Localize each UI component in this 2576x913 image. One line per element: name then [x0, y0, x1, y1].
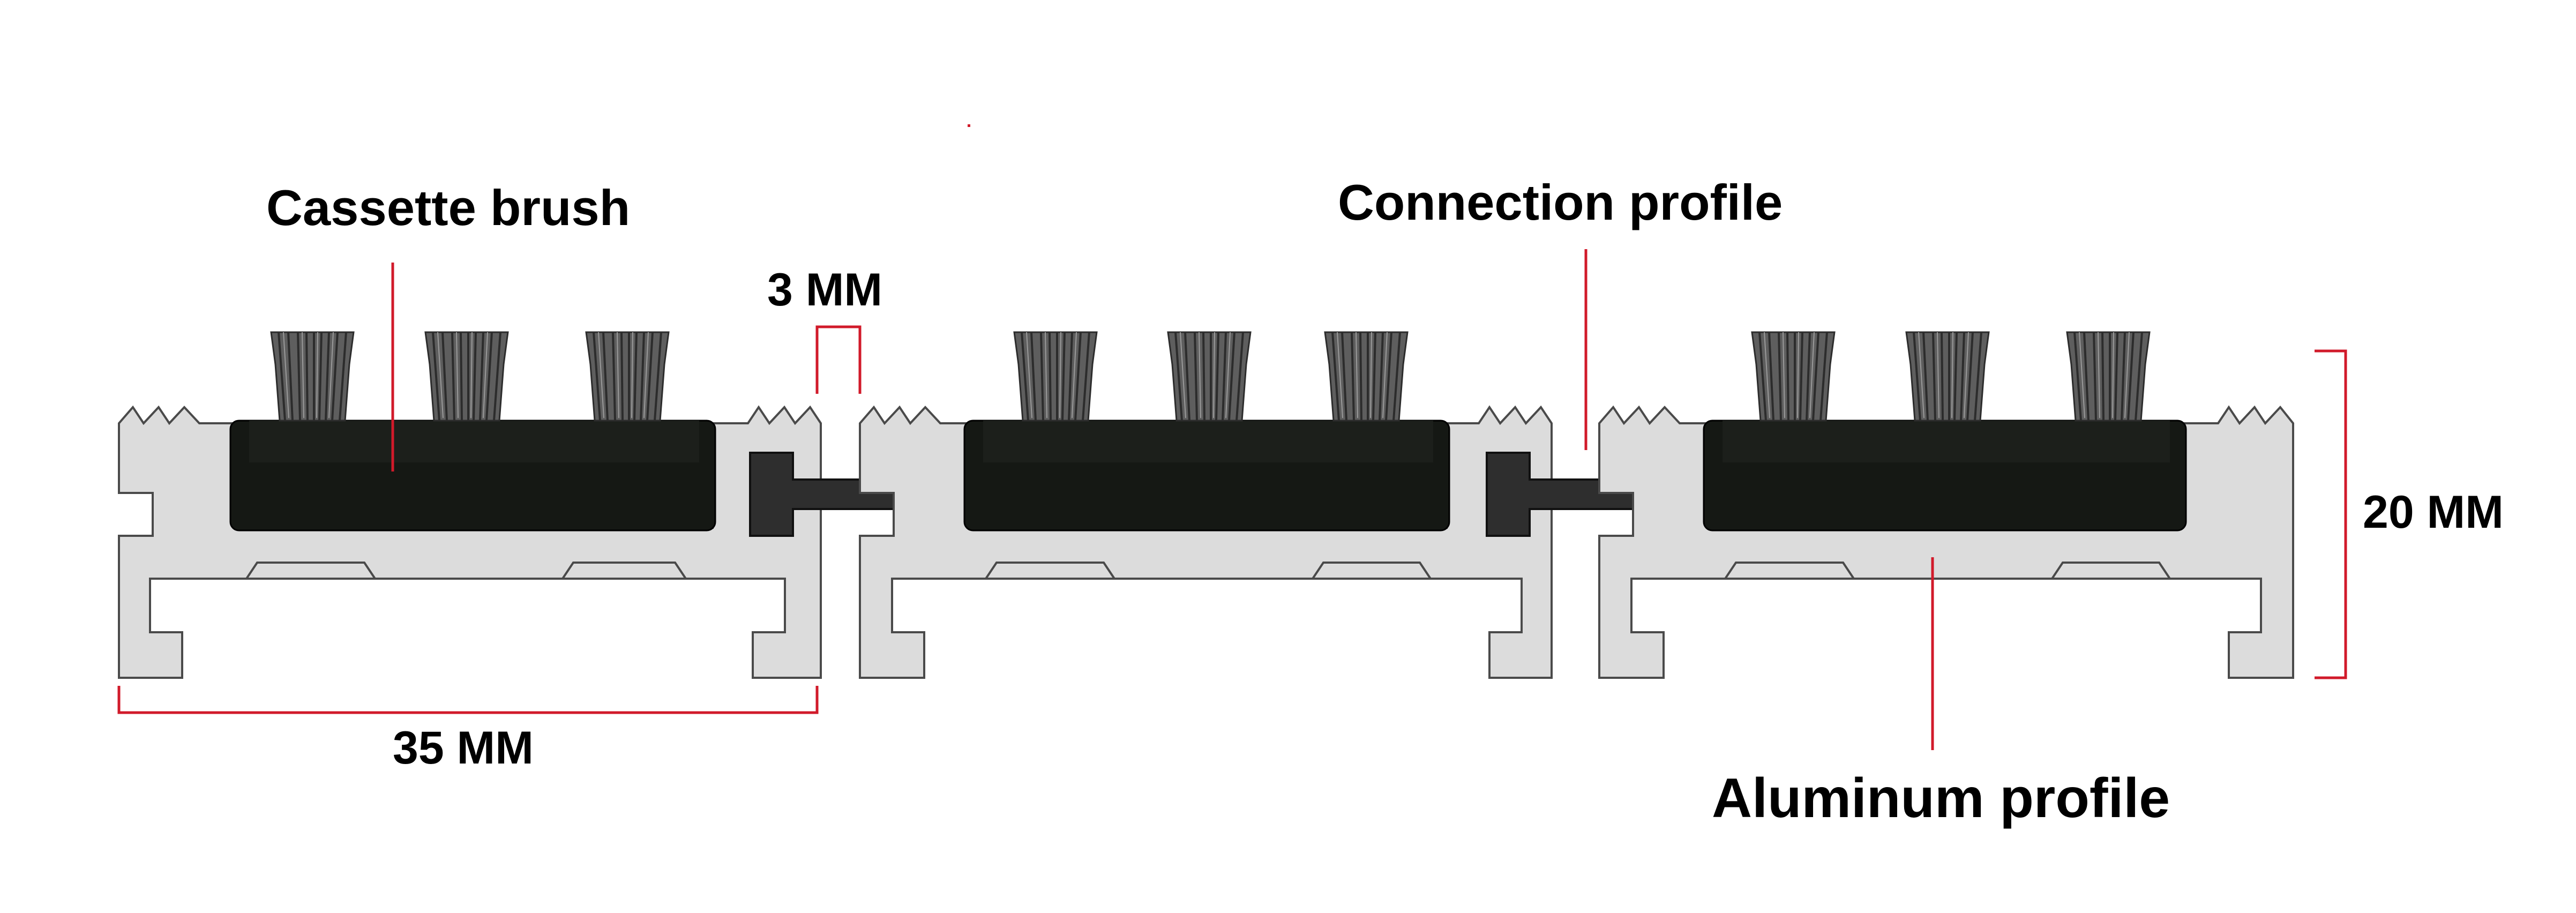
cassette-insert-1 [229, 420, 716, 532]
gap-dimension-bracket [815, 325, 862, 394]
gap-dimension-label: 3 MM [767, 264, 882, 316]
height-dimension-label: 20 MM [2363, 487, 2504, 538]
bristle-tufts-2 [1013, 331, 1409, 422]
aluminum-profile-module-3 [1598, 405, 2294, 679]
aluminum-profile-module-2 [859, 405, 1553, 679]
aluminum-profile-label: Aluminum profile [1712, 767, 2170, 829]
height-dimension-bracket [2315, 349, 2347, 679]
width-dimension-label: 35 MM [393, 722, 534, 774]
bristle-tufts-3 [1751, 331, 2151, 422]
cassette-brush-label: Cassette brush [266, 179, 630, 236]
red-dot-mark [968, 124, 970, 127]
connection-profile-label: Connection profile [1338, 174, 1783, 230]
width-dimension-bracket [117, 686, 819, 714]
bristle-tufts-1 [270, 331, 670, 422]
cassette-insert-3 [1703, 420, 2187, 532]
cassette-insert-2 [963, 420, 1450, 532]
aluminum-profile-module-1 [118, 405, 822, 679]
